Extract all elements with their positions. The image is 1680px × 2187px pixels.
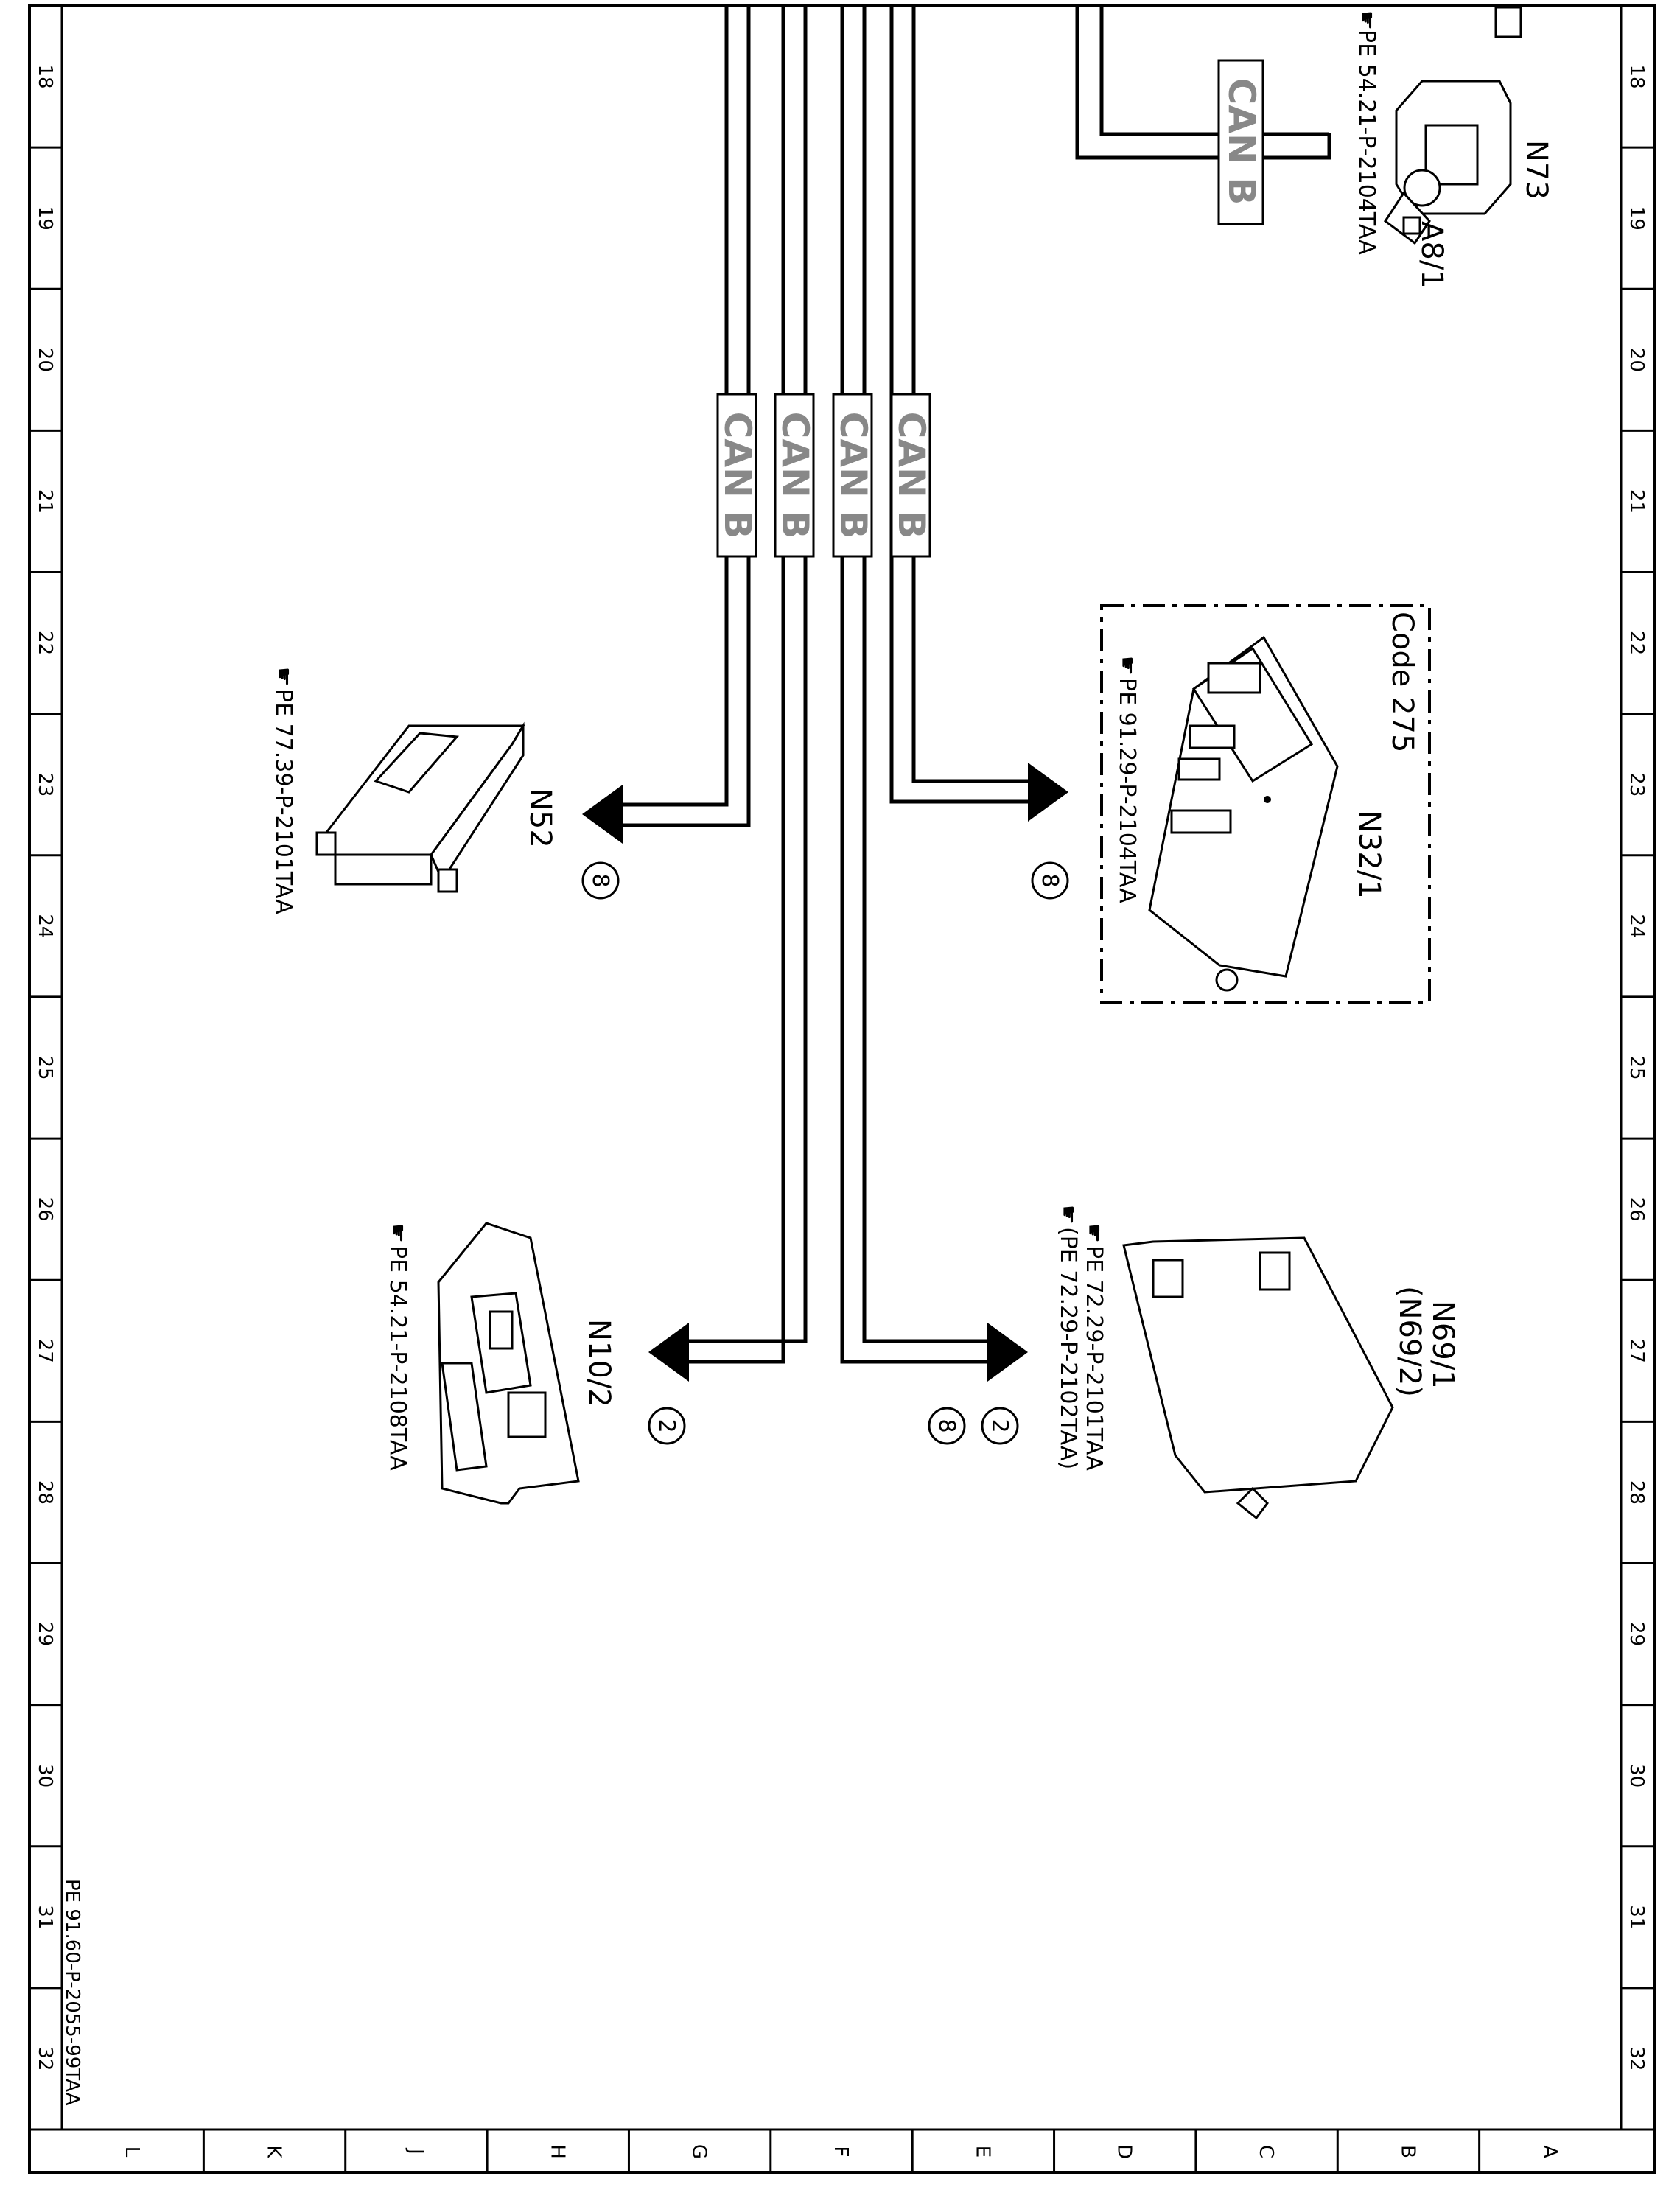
ruler-number-27: 27	[1625, 1339, 1648, 1363]
n32-1-connector-label: 8	[1037, 873, 1063, 887]
ruler-number-26: 26	[34, 1197, 56, 1222]
ruler-number-20: 20	[1625, 348, 1648, 372]
can-b-label-2: CAN B	[832, 393, 875, 558]
ruler-letter-F: F	[830, 2146, 852, 2158]
arrow-to-n32-1	[1028, 763, 1068, 822]
n10-2-connector-circle	[648, 1407, 686, 1445]
code-275-dashed-box	[1100, 604, 1431, 1004]
svg-text:CAN B: CAN B	[890, 412, 933, 539]
n73-ref: PE 54.21-P-2104TAA	[1354, 29, 1379, 255]
ruler-number-22: 22	[34, 631, 56, 655]
ruler-number-30: 30	[1625, 1763, 1648, 1788]
ruler-number-24: 24	[34, 914, 56, 938]
ruler-number-26: 26	[1625, 1197, 1648, 1222]
n69-1-ref: PE 72.29-P-2101TAA	[1081, 1245, 1107, 1471]
ruler-letter-B: B	[1396, 2145, 1418, 2158]
ruler-number-28: 28	[34, 1480, 56, 1505]
ruler-number-23: 23	[34, 772, 56, 797]
component-n32-1: N32/1 Code 275 PE 91.29-P-2104TAA ☛ 8	[1031, 604, 1431, 1004]
arrow-to-n10-2	[648, 1323, 689, 1382]
svg-text:CAN B: CAN B	[774, 412, 816, 539]
can-b-label-n73: CAN B	[1217, 59, 1264, 225]
n32-1-label: N32/1	[1352, 811, 1386, 899]
ruler-number-21: 21	[1625, 489, 1648, 514]
n73-ref-icon: ☛	[1354, 10, 1379, 30]
ruler-number-27: 27	[34, 1339, 56, 1363]
n10-2-ref-icon: ☛	[385, 1223, 410, 1243]
ruler-number-19: 19	[34, 206, 56, 231]
svg-text:CAN B: CAN B	[832, 412, 875, 539]
n69-2-label: (N69/2)	[1393, 1286, 1427, 1397]
footer-document-ref: PE 91.60-P-2055-99TAA	[61, 1879, 83, 2106]
ruler-number-29: 29	[1625, 1622, 1648, 1646]
ruler-number-25: 25	[34, 1055, 56, 1079]
n69-1-label: N69/1	[1426, 1301, 1460, 1389]
n69-1-connector-circle-8	[928, 1407, 966, 1445]
ruler-letter-J: J	[405, 2147, 427, 2155]
n52-ref: PE 77.39-P-2101TAA	[270, 689, 296, 914]
arrow-to-n69-1	[987, 1323, 1028, 1382]
ruler-number-21: 21	[34, 489, 56, 514]
ruler-letter-E: E	[971, 2146, 993, 2158]
ruler-number-23: 23	[1625, 772, 1648, 797]
n69-1-ref-icon: ☛	[1081, 1223, 1107, 1243]
component-n69-1: N69/1 (N69/2) PE 72.29-P-2101TAA ☛ (PE 7…	[928, 1205, 1460, 1520]
ruler-number-24: 24	[1625, 914, 1648, 938]
component-n10-2: N10/2 PE 54.21-P-2108TAA ☛ 2	[385, 1222, 686, 1505]
n52-connector-label: 8	[587, 873, 613, 887]
can-b-label-4: CAN B	[716, 393, 759, 558]
ruler-letter-G: G	[688, 2144, 710, 2159]
ruler-number-29: 29	[34, 1622, 56, 1646]
ruler-number-18: 18	[1625, 65, 1648, 89]
n32-1-ref: PE 91.29-P-2104TAA	[1114, 678, 1140, 903]
ruler-letter-C: C	[1255, 2145, 1277, 2158]
svg-text:CAN B: CAN B	[716, 412, 759, 539]
n69-1-connector-label-8: 8	[934, 1418, 959, 1432]
a8-1-label: A8/1	[1415, 221, 1449, 289]
component-n52: N52 PE 77.39-P-2101TAA ☛ 8	[270, 667, 620, 914]
ruler-letter-L: L	[121, 2146, 143, 2158]
n10-2-ref: PE 54.21-P-2108TAA	[385, 1245, 410, 1471]
n52-label: N52	[523, 788, 557, 848]
n10-2-label: N10/2	[582, 1319, 616, 1407]
ruler-number-20: 20	[34, 348, 56, 372]
top-frame-symbol	[1494, 6, 1522, 38]
n10-2-connector-label: 2	[654, 1418, 679, 1432]
ruler-number-32: 32	[34, 2046, 56, 2071]
n32-1-connector-circle	[1031, 861, 1069, 900]
code-275-label: Code 275	[1385, 612, 1419, 752]
ruler-number-25: 25	[1625, 1055, 1648, 1079]
ruler-letter-A: A	[1539, 2145, 1561, 2158]
component-n73: N73 A8/1 PE 54.21-P-2104TAA ☛	[1354, 10, 1553, 289]
n69-1-ref2-icon: ☛	[1055, 1205, 1081, 1225]
n52-ref-icon: ☛	[270, 667, 296, 687]
ruler-number-31: 31	[1625, 1905, 1648, 1929]
n69-1-connector-circle-2	[981, 1407, 1019, 1445]
can-b-label-3: CAN B	[774, 393, 816, 558]
ruler-letter-D: D	[1113, 2144, 1135, 2159]
ruler-number-18: 18	[34, 65, 56, 89]
n32-1-ref-icon: ☛	[1114, 656, 1140, 676]
n52-connector-circle	[581, 861, 620, 900]
ruler-number-28: 28	[1625, 1480, 1648, 1505]
ruler-letter-K: K	[263, 2145, 285, 2158]
svg-text:CAN B: CAN B	[1220, 78, 1263, 206]
ruler-number-30: 30	[34, 1763, 56, 1788]
can-b-label-1: CAN B	[890, 393, 933, 558]
n69-1-ref2: (PE 72.29-P-2102TAA)	[1055, 1227, 1081, 1469]
ruler-number-22: 22	[1625, 631, 1648, 655]
arrow-to-n52	[582, 785, 623, 844]
ruler-letter-H: H	[546, 2144, 568, 2159]
n73-label: N73	[1519, 140, 1553, 200]
ruler-number-31: 31	[34, 1905, 56, 1929]
ruler-number-19: 19	[1625, 206, 1648, 231]
ruler-number-32: 32	[1625, 2046, 1648, 2071]
n69-1-connector-label-2: 2	[987, 1418, 1012, 1432]
